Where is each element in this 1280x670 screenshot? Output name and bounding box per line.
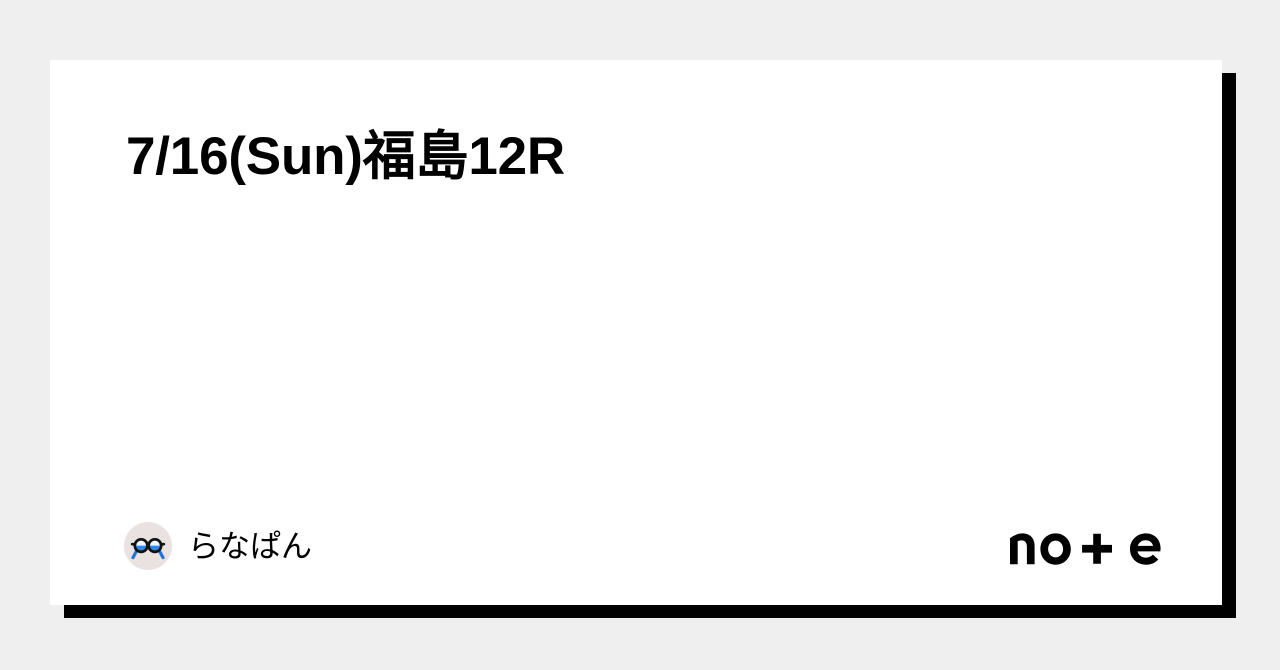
note-logo[interactable]: note: [1008, 526, 1170, 566]
note-article-card[interactable]: 7/16(Sun)福島12R: [50, 60, 1222, 605]
card-footer: らなぱん note: [124, 520, 1170, 572]
note-logo-icon: [1010, 533, 1161, 565]
glasses-icon: [130, 537, 166, 560]
page-title: 7/16(Sun)福島12R: [126, 127, 565, 186]
author-block[interactable]: らなぱん: [124, 522, 312, 570]
author-name: らなぱん: [188, 528, 312, 564]
avatar: [124, 522, 172, 570]
